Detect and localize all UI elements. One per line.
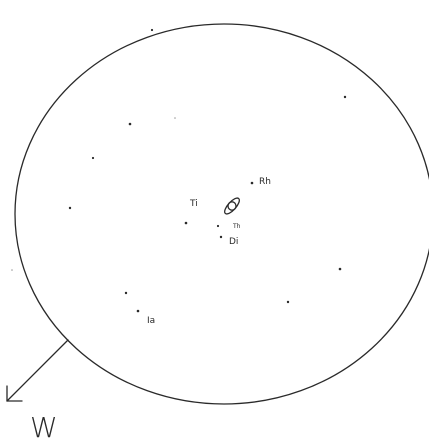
moon-rhea — [251, 182, 254, 185]
label-rhea: Rh — [259, 177, 271, 187]
moon-dione — [220, 236, 222, 238]
saturn-globe — [228, 202, 236, 210]
label-iapetus: Ia — [147, 316, 155, 326]
label-titan: Ti — [189, 199, 198, 209]
field-star — [287, 301, 289, 303]
label-dione: Di — [229, 237, 238, 247]
direction-label-west: W — [30, 411, 58, 444]
saturn-rings — [222, 196, 241, 216]
field-star — [129, 123, 132, 126]
field-star — [125, 292, 127, 294]
moon-titan — [185, 222, 188, 225]
label-tethys: Th — [232, 223, 241, 230]
moon-tethys — [217, 225, 219, 227]
west-arrow-icon — [7, 340, 68, 401]
field-of-view-circle — [15, 24, 429, 404]
field-star — [11, 269, 13, 271]
saturn-icon — [222, 196, 241, 216]
field-star — [69, 207, 71, 209]
field-star — [151, 29, 153, 31]
field-star — [92, 157, 94, 159]
field-star — [339, 268, 342, 271]
field-star — [174, 117, 176, 119]
field-stars — [11, 29, 346, 303]
field-star — [344, 96, 346, 98]
moon-iapetus — [137, 310, 140, 313]
